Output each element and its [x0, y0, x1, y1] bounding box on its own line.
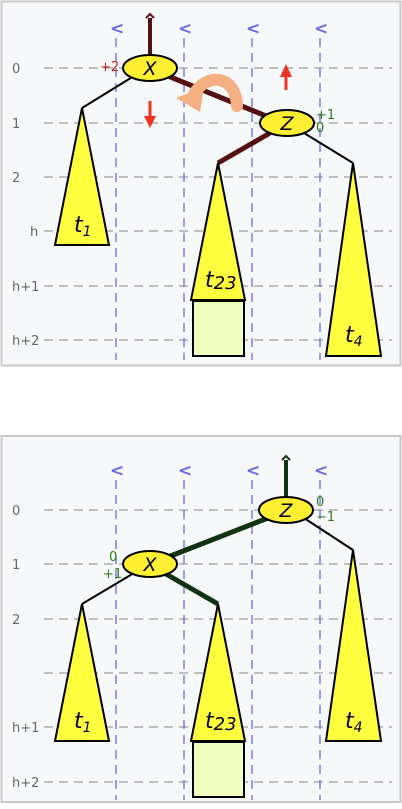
top-balance-z-after: 0	[316, 121, 324, 136]
bottom-edge-z-x	[167, 515, 269, 560]
bottom-subtree-t23-extension	[192, 741, 245, 798]
bottom-level-2: 2	[12, 613, 20, 628]
top-subtree-t4	[324, 162, 383, 357]
top-subtree-t23	[189, 162, 247, 301]
top-level-h: h	[30, 225, 38, 240]
top-chevron-3: <	[246, 19, 260, 39]
bottom-level-h2: h+2	[12, 776, 39, 791]
bottom-subtree-t23	[189, 603, 247, 742]
bottom-balance-z-after: −1	[316, 510, 335, 525]
top-node-x	[122, 54, 178, 82]
top-edge-x-z	[167, 73, 267, 119]
arrow-up-z	[280, 64, 292, 90]
top-label-t4: t4	[345, 323, 363, 350]
top-level-1: 1	[12, 117, 20, 132]
top-chevron-1: <	[110, 19, 124, 39]
bottom-label-t1: t1	[74, 709, 92, 736]
top-node-x-label: X	[142, 58, 157, 80]
bottom-level-0: 0	[12, 504, 20, 519]
bottom-level-1: 1	[12, 558, 20, 573]
bottom-chevron-1: <	[110, 461, 124, 481]
bottom-parent-edge-tip	[281, 454, 291, 461]
top-balance-z-before: +1	[316, 108, 335, 123]
bottom-chevron-3: <	[246, 461, 260, 481]
top-level-h2: h+2	[12, 334, 39, 349]
arrow-down-x	[144, 101, 156, 128]
bottom-chevron-2: <	[178, 461, 192, 481]
bottom-balance-x-before: 0	[109, 550, 117, 565]
top-edge-x-t1	[81, 75, 135, 109]
bottom-label-t4: t4	[345, 709, 363, 736]
bottom-edge-z-t4	[303, 517, 354, 551]
top-edge-z-t23	[216, 130, 272, 166]
bottom-balance-z-before: 0	[316, 495, 324, 510]
bottom-subtree-t1	[53, 603, 111, 742]
bottom-subtree-t4	[324, 549, 383, 742]
top-chevron-2: <	[178, 19, 192, 39]
top-chevron-4: <	[314, 19, 328, 39]
top-subtree-t23-extension	[192, 300, 245, 357]
top-node-z-label: Z	[279, 113, 294, 135]
bottom-label-t23: t23	[205, 709, 237, 735]
bottom-edge-x-t1	[81, 572, 135, 605]
top-level-h1: h+1	[12, 280, 39, 295]
top-edge-z-t4	[303, 132, 354, 164]
top-vertical-guides	[115, 38, 321, 360]
bottom-node-z	[258, 496, 314, 524]
bottom-level-h1: h+1	[12, 721, 39, 736]
bottom-node-z-label: Z	[278, 500, 293, 522]
rotation-arrow	[176, 73, 243, 112]
top-label-t1: t1	[74, 213, 92, 240]
top-level-0: 0	[12, 62, 20, 77]
bottom-vertical-guides	[115, 480, 321, 800]
top-node-z	[259, 109, 315, 137]
bottom-chevron-4: <	[314, 461, 328, 481]
top-subtree-t1	[53, 107, 111, 246]
bottom-edge-x-t23	[164, 571, 220, 607]
top-label-t23: t23	[205, 268, 237, 294]
top-balance-x: +2	[100, 60, 119, 75]
bottom-node-x	[122, 550, 178, 578]
top-parent-edge-tip	[145, 12, 155, 19]
bottom-balance-x-after: +1	[103, 567, 122, 582]
top-level-2: 2	[12, 171, 20, 186]
bottom-node-x-label: X	[142, 554, 157, 576]
